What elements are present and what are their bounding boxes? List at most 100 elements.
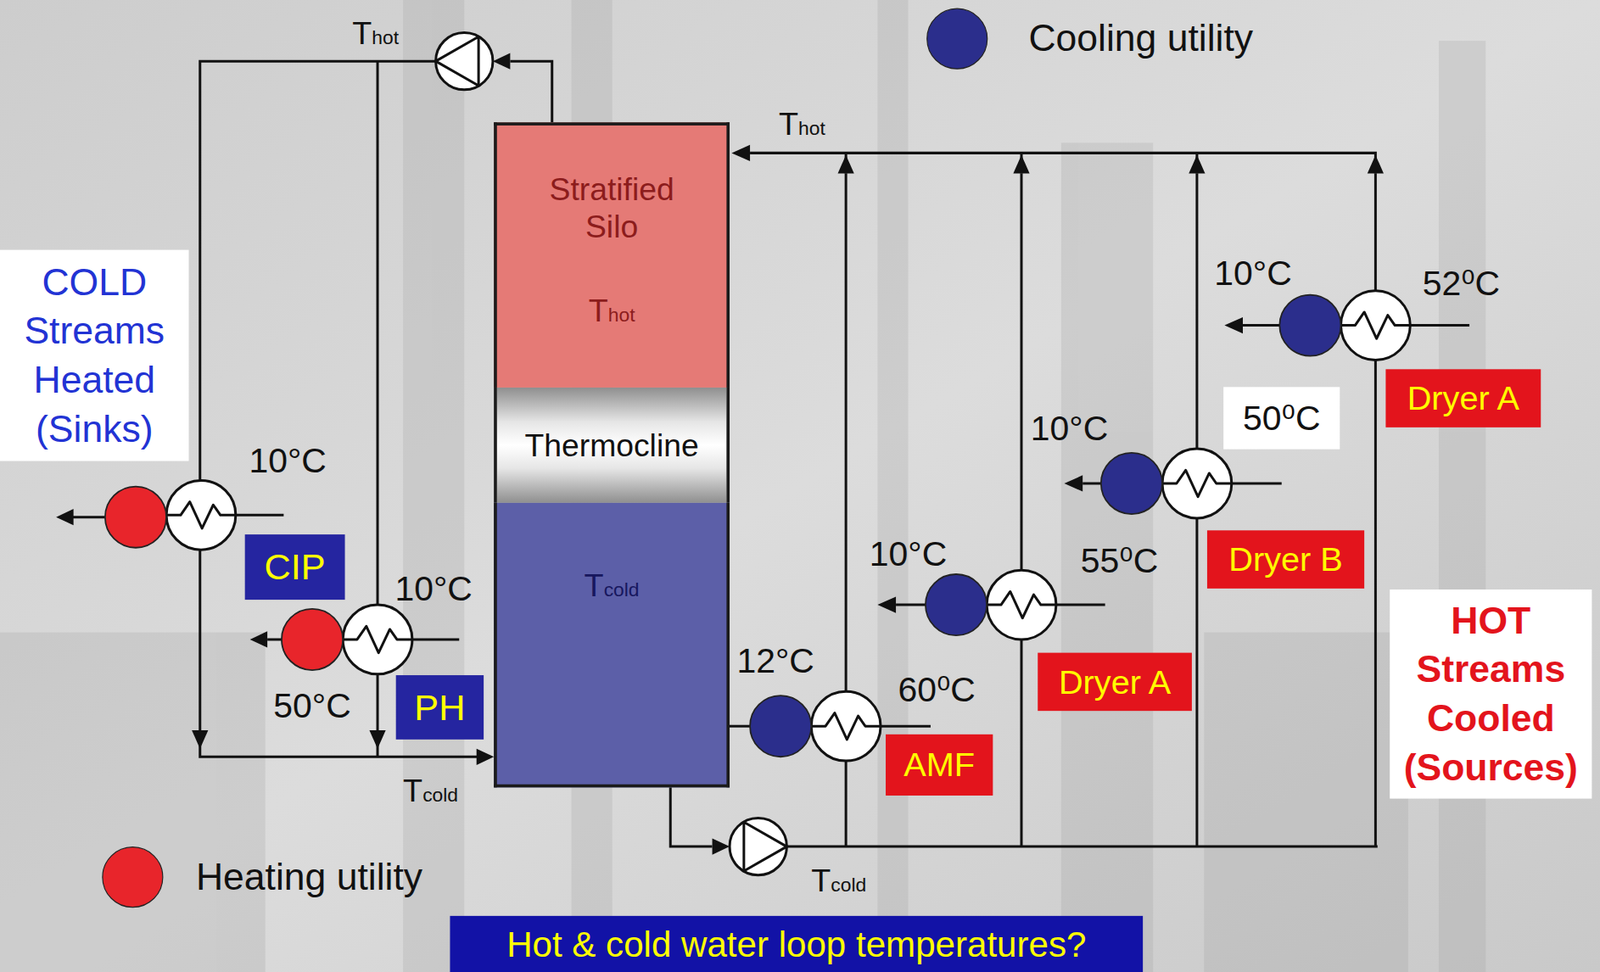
hot-outlet-pipe xyxy=(509,61,552,123)
question-banner: Hot & cold water loop temperatures? xyxy=(449,916,1143,972)
heading-text: COLD Streams Heated (Sinks) xyxy=(8,257,181,454)
source-stream-tag: Dryer B xyxy=(1207,530,1365,589)
cold-outlet-pipe xyxy=(670,787,712,847)
cooling-utility xyxy=(1279,295,1341,357)
cip-stream-in xyxy=(235,514,285,517)
sink-stream-tag: PH xyxy=(396,675,484,740)
heading-text: HOT Streams Cooled (Sources) xyxy=(1398,596,1584,793)
stream-name: Dryer B xyxy=(1228,540,1343,580)
cooling-utility xyxy=(925,574,987,636)
cooling-utility xyxy=(1101,453,1163,515)
source-stream-tag: AMF xyxy=(885,734,993,796)
temperature-label: 55⁰C xyxy=(1080,541,1159,582)
arrowhead xyxy=(731,145,750,162)
temperature-label: 12°C xyxy=(736,641,814,682)
stream-name: PH xyxy=(413,686,465,730)
temperature-label: 52⁰C xyxy=(1422,263,1500,304)
temperature-symbol: Thot xyxy=(588,293,636,331)
sinks-heading: COLD Streams Heated (Sinks) xyxy=(0,250,190,462)
source-riser xyxy=(1374,173,1377,847)
cooling-utility xyxy=(749,695,812,757)
silhouette-structure xyxy=(0,632,266,972)
sources-heading: HOT Streams Cooled (Sources) xyxy=(1389,589,1592,800)
amf-stream-out xyxy=(729,725,750,728)
silhouette-tank xyxy=(1203,632,1409,972)
arrowhead xyxy=(250,631,268,648)
arrowhead xyxy=(55,509,73,526)
thermocline-band: Thermocline xyxy=(493,387,730,504)
arrowhead xyxy=(369,730,386,750)
heat-exchanger xyxy=(811,691,881,761)
dryer-a-top-stream-out xyxy=(1242,324,1280,327)
stream-name: Dryer A xyxy=(1407,379,1520,419)
arrowheads xyxy=(55,53,1384,856)
silo-cold-zone: Tcold xyxy=(493,503,730,789)
dryer-a-stream-in xyxy=(1056,604,1106,607)
pump-symbol xyxy=(729,817,787,875)
temperature-label: 50°C xyxy=(273,686,351,727)
arrowhead xyxy=(476,749,494,766)
legend-entry: Heating utility xyxy=(101,846,423,908)
pump-impeller xyxy=(744,822,788,872)
dryer-a-stream-out xyxy=(895,604,926,607)
arrowhead xyxy=(191,730,208,750)
arrowhead xyxy=(712,838,730,855)
stream-name: AMF xyxy=(903,745,975,785)
heat-exchanger xyxy=(342,604,413,675)
temperature-symbol: Tcold xyxy=(402,772,459,810)
temperature-label: 10°C xyxy=(395,568,473,609)
temperature-label: 60⁰C xyxy=(897,669,975,710)
band-label: Thermocline xyxy=(525,426,700,464)
sink-loop-pipe xyxy=(200,61,478,757)
pumps xyxy=(436,32,788,875)
pipework xyxy=(71,61,1470,847)
temperature-label: 10°C xyxy=(249,441,327,482)
temperature-symbol: Tcold xyxy=(584,568,640,605)
temperature-label: 10°C xyxy=(1030,408,1108,449)
arrowhead xyxy=(1064,475,1084,492)
arrowhead xyxy=(492,53,510,70)
exchangers xyxy=(166,290,1410,761)
temperature-symbol: Thot xyxy=(778,106,826,143)
riser-top xyxy=(845,152,1198,174)
temperature-symbol: Tcold xyxy=(811,862,867,900)
arrowhead xyxy=(1224,317,1243,334)
legend-entry: Cooling utility xyxy=(926,8,1254,70)
heat-exchanger xyxy=(166,480,236,550)
source-stream-tag: Dryer A xyxy=(1385,369,1541,428)
dryer-b-stream-out xyxy=(1082,481,1102,485)
heating-utility xyxy=(105,486,167,549)
heat-exchanger xyxy=(1340,290,1410,361)
silhouette-pipe xyxy=(877,0,908,972)
cip-stream-out xyxy=(71,515,106,519)
arrowhead xyxy=(1188,155,1205,174)
source-stream-tag: Dryer A xyxy=(1037,653,1192,712)
temperature-label: 50⁰C xyxy=(1223,386,1340,449)
ph-stream-in xyxy=(412,637,459,641)
stream-name: CIP xyxy=(264,545,326,589)
temperature-label: 10°C xyxy=(1213,253,1292,294)
pump-symbol xyxy=(436,32,493,90)
arrowhead xyxy=(1367,155,1384,174)
source-riser xyxy=(1020,173,1024,847)
silo-hot-zone: Stratified SiloThot xyxy=(493,122,730,388)
pump-impeller xyxy=(436,36,480,86)
silhouette-stack xyxy=(1438,40,1486,972)
temperature-label: 10°C xyxy=(869,533,947,574)
legend-text: Cooling utility xyxy=(1028,16,1254,61)
sink-stream-tag: CIP xyxy=(245,534,346,600)
heat-exchanger xyxy=(986,570,1057,640)
arrowhead xyxy=(838,155,855,174)
hot-return-pipe xyxy=(749,152,1376,174)
stream-name: Dryer A xyxy=(1058,662,1171,702)
heating-utility xyxy=(281,609,343,671)
silo-title: Stratified Silo xyxy=(527,170,696,247)
ph-stream-out xyxy=(267,637,282,641)
plant-silhouette xyxy=(0,0,1486,972)
dryer-b-stream-in xyxy=(1231,481,1282,485)
legend-text: Heating utility xyxy=(195,855,423,900)
